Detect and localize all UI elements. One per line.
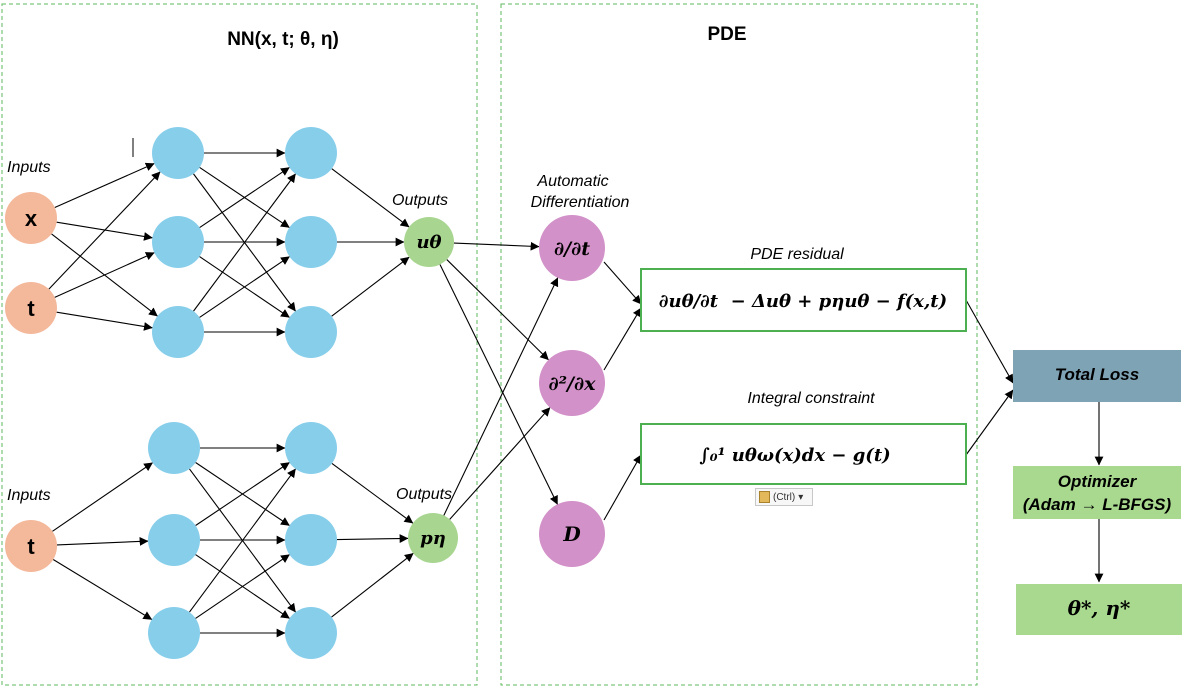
input-connection — [56, 311, 153, 331]
chevron-down-icon: ▾ — [798, 491, 804, 503]
autodiff-connection — [453, 241, 540, 251]
paste-chip-label: (Ctrl) — [773, 491, 796, 503]
integral-connection — [603, 454, 642, 521]
hidden-node — [285, 422, 337, 474]
hidden-node — [285, 514, 337, 566]
nn-title: NN(x, t; θ, η) — [227, 29, 339, 50]
autodiff-label-1: Automatic — [536, 173, 608, 190]
input-connection — [56, 537, 149, 546]
hidden-connection — [189, 468, 296, 613]
input-t2-text: t — [27, 534, 35, 559]
residual-box: ∂uθ/∂t − Δuθ + pηuθ − f(x,t) — [640, 268, 967, 332]
hidden-connection — [193, 173, 296, 312]
autodiff-label-2: Differentiation — [531, 194, 630, 211]
pde-panel — [500, 3, 978, 686]
op-D-text: D — [562, 522, 581, 546]
output-connection — [331, 168, 410, 228]
input-connection — [54, 252, 155, 298]
hidden-node — [285, 127, 337, 179]
hidden-node — [285, 216, 337, 268]
outputs-label-top: Outputs — [392, 192, 448, 209]
hidden-node — [285, 306, 337, 358]
integral-box: ∫₀¹ uθω(x)dx − g(t) — [640, 423, 967, 485]
optimizer-text-2: (Adam → L-BFGS) — [1023, 495, 1172, 514]
hidden-node — [152, 306, 204, 358]
connections — [48, 148, 1104, 638]
input-t-text: t — [27, 296, 35, 321]
result-text: θ*, η* — [1068, 596, 1131, 620]
hidden-connection — [195, 462, 290, 526]
output-connection — [336, 534, 409, 543]
operator-node-dt: ∂/∂t — [539, 215, 605, 281]
integral-constraint-label: Integral constraint — [747, 390, 875, 407]
output-node-p: pη — [408, 513, 458, 563]
paste-options-button[interactable]: (Ctrl) ▾ — [755, 488, 813, 506]
residual-connection — [603, 261, 642, 305]
residual-connection — [603, 307, 642, 371]
hidden-node — [285, 607, 337, 659]
total-loss-text: Total Loss — [1055, 365, 1139, 384]
result-box: θ*, η* — [1016, 584, 1182, 635]
input-connection — [52, 559, 153, 620]
output-node-u: uθ — [404, 217, 454, 267]
nn-panel — [1, 3, 478, 686]
pde-title: PDE — [707, 24, 746, 45]
autodiff-connection — [443, 277, 559, 516]
output-u-text: uθ — [416, 232, 441, 253]
hidden-node — [148, 422, 200, 474]
hidden-node — [148, 607, 200, 659]
input-node-t: t — [5, 282, 57, 334]
hidden-node — [152, 127, 204, 179]
input-connection — [54, 162, 155, 208]
residual-formula: ∂uθ/∂t − Δuθ + pηuθ − f(x,t) — [659, 291, 947, 312]
op-dx2-text: ∂²/∂x — [549, 373, 597, 395]
input-node-x: x — [5, 192, 57, 244]
inputs-label-bottom: Inputs — [7, 487, 51, 504]
input-connection — [48, 171, 161, 290]
optimizer-box: Optimizer (Adam → L-BFGS) — [1013, 466, 1181, 519]
integral-formula: ∫₀¹ uθω(x)dx − g(t) — [699, 445, 890, 466]
loss-connection — [965, 299, 1014, 384]
hidden-connection — [195, 554, 290, 619]
loss-connection — [965, 389, 1014, 456]
autodiff-connection — [439, 264, 558, 505]
total-loss-box: Total Loss — [1013, 350, 1181, 402]
outputs-label-bottom: Outputs — [396, 486, 452, 503]
clipboard-icon — [759, 491, 770, 503]
hidden-node — [148, 514, 200, 566]
input-connection — [52, 462, 153, 532]
op-dt-text: ∂/∂t — [554, 238, 590, 260]
input-x-text: x — [25, 206, 38, 231]
hidden-connection — [199, 167, 290, 228]
operator-node-dx2: ∂²/∂x — [539, 350, 605, 416]
hidden-node — [152, 216, 204, 268]
output-connection — [331, 552, 414, 618]
autodiff-connection — [446, 259, 549, 361]
output-p-text: pη — [420, 528, 446, 549]
autodiff-connection — [449, 407, 551, 520]
input-node-t-bottom: t — [5, 520, 57, 572]
inputs-label-top: Inputs — [7, 159, 51, 176]
hidden-connection — [199, 256, 290, 318]
operator-node-D: D — [539, 501, 605, 567]
output-connection — [331, 256, 410, 317]
pde-residual-label: PDE residual — [750, 246, 844, 263]
optimizer-text-1: Optimizer — [1058, 472, 1138, 491]
output-connection — [331, 462, 414, 524]
